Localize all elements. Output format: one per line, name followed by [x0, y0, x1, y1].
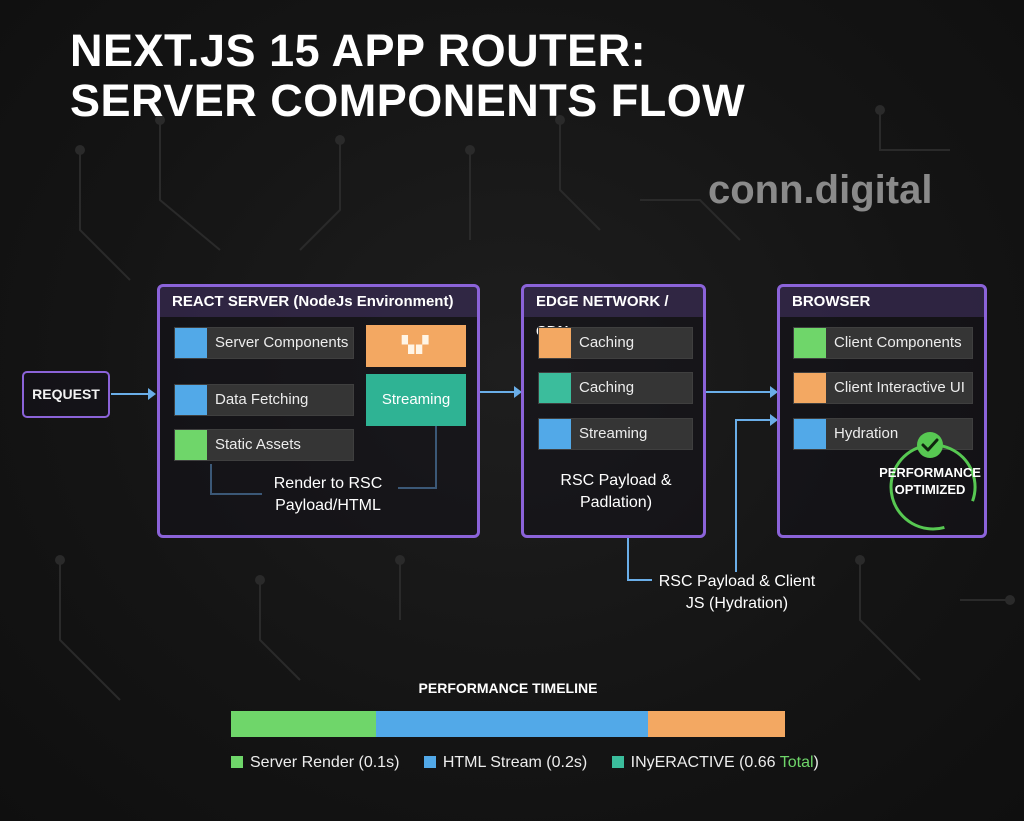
edge-caching-chip-2: Caching — [538, 372, 693, 404]
client-components-chip: Client Components — [793, 327, 973, 359]
streaming-label: Streaming — [381, 391, 451, 408]
chip-color-swatch — [794, 373, 826, 403]
timeline-bar — [231, 711, 785, 737]
edge-caption: RSC Payload & Padlation) — [560, 472, 672, 511]
legend-close-paren: ) — [813, 754, 819, 771]
checkmark-icon — [917, 432, 943, 458]
chip-label: Caching — [579, 379, 635, 396]
render-caption: Render to RSC Payload/HTML — [273, 475, 383, 514]
legend-item-html-stream: HTML Stream (0.2s) — [423, 754, 588, 772]
request-node: REQUEST — [22, 371, 110, 418]
react-server-title: REACT SERVER (NodeJs Environment) — [160, 287, 477, 317]
static-assets-chip: Static Assets — [174, 429, 354, 461]
react-server-panel: REACT SERVER (NodeJs Environment) Server… — [157, 284, 480, 538]
watermark: conn.digital — [708, 168, 933, 212]
edge-streaming-chip: Streaming — [538, 418, 693, 450]
chip-label: Client Interactive UI — [834, 379, 965, 396]
title-line-1: NEXT.JS 15 APP ROUTER: — [70, 25, 647, 76]
hydration-to-browser-arrow — [735, 419, 770, 572]
performance-badge — [889, 432, 977, 531]
chip-label: Server Components — [215, 334, 349, 351]
timeline-segment-html-stream — [376, 711, 649, 737]
client-interactive-ui-chip: Client Interactive UI — [793, 372, 973, 404]
edge-to-hydration-connector — [627, 538, 652, 581]
legend-label: Server Render (0.1s) — [250, 754, 400, 771]
chip-color-swatch — [539, 419, 571, 449]
hydration-caption: RSC Payload & Client JS (Hydration) — [658, 573, 816, 612]
title-line-2: SERVER COMPONENTS FLOW — [70, 75, 746, 126]
timeline-segment-server-render — [231, 711, 377, 737]
page-title: NEXT.JS 15 APP ROUTER: SERVER COMPONENTS… — [70, 26, 745, 126]
chip-color-swatch — [539, 328, 571, 358]
legend-label: HTML Stream (0.2s) — [442, 754, 588, 771]
timeline-legend: Server Render (0.1s) HTML Stream (0.2s) … — [231, 754, 839, 772]
streaming-box: Streaming — [366, 374, 466, 426]
legend-swatch — [611, 756, 624, 768]
badge-line-1: PERFORMANCE — [879, 465, 981, 480]
chip-label: Hydration — [834, 425, 899, 442]
legend-total: Total — [779, 754, 814, 771]
chip-color-swatch — [539, 373, 571, 403]
chip-label: Static Assets — [215, 436, 301, 453]
legend-item-server-render: Server Render (0.1s) — [231, 754, 399, 772]
chip-color-swatch — [175, 430, 207, 460]
chip-label: Data Fetching — [215, 391, 309, 408]
chip-label: Caching — [579, 334, 635, 351]
browser-panel: BROWSER Client Components Client Interac… — [777, 284, 987, 538]
legend-label: INyERACTIVE (0.66 — [630, 754, 780, 771]
edge-network-panel: EDGE NETWORK / CDN Caching Caching Strea… — [521, 284, 706, 538]
chip-color-swatch — [175, 328, 207, 358]
edge-caching-chip-1: Caching — [538, 327, 693, 359]
performance-optimized-label: PERFORMANCE OPTIMIZED — [870, 464, 990, 498]
rsc-orange-box: ▚▞ — [366, 325, 466, 367]
chip-label: Streaming — [579, 425, 648, 442]
chip-color-swatch — [794, 328, 826, 358]
timeline-title: PERFORMANCE TIMELINE — [418, 680, 598, 696]
timeline-segment-interactive — [648, 711, 785, 737]
data-fetching-chip: Data Fetching — [174, 384, 354, 416]
chip-label: Client Components — [834, 334, 962, 351]
browser-title: BROWSER — [780, 287, 984, 317]
chip-color-swatch — [175, 385, 207, 415]
legend-swatch — [231, 756, 243, 768]
chip-color-swatch — [794, 419, 826, 449]
rsc-glyph-icon: ▚▞ — [401, 337, 431, 354]
legend-item-interactive: INyERACTIVE (0.66 Total) — [611, 754, 819, 772]
legend-swatch — [423, 756, 436, 768]
edge-network-title: EDGE NETWORK / CDN — [524, 287, 703, 340]
server-components-chip: Server Components — [174, 327, 354, 359]
badge-line-2: OPTIMIZED — [894, 482, 966, 497]
